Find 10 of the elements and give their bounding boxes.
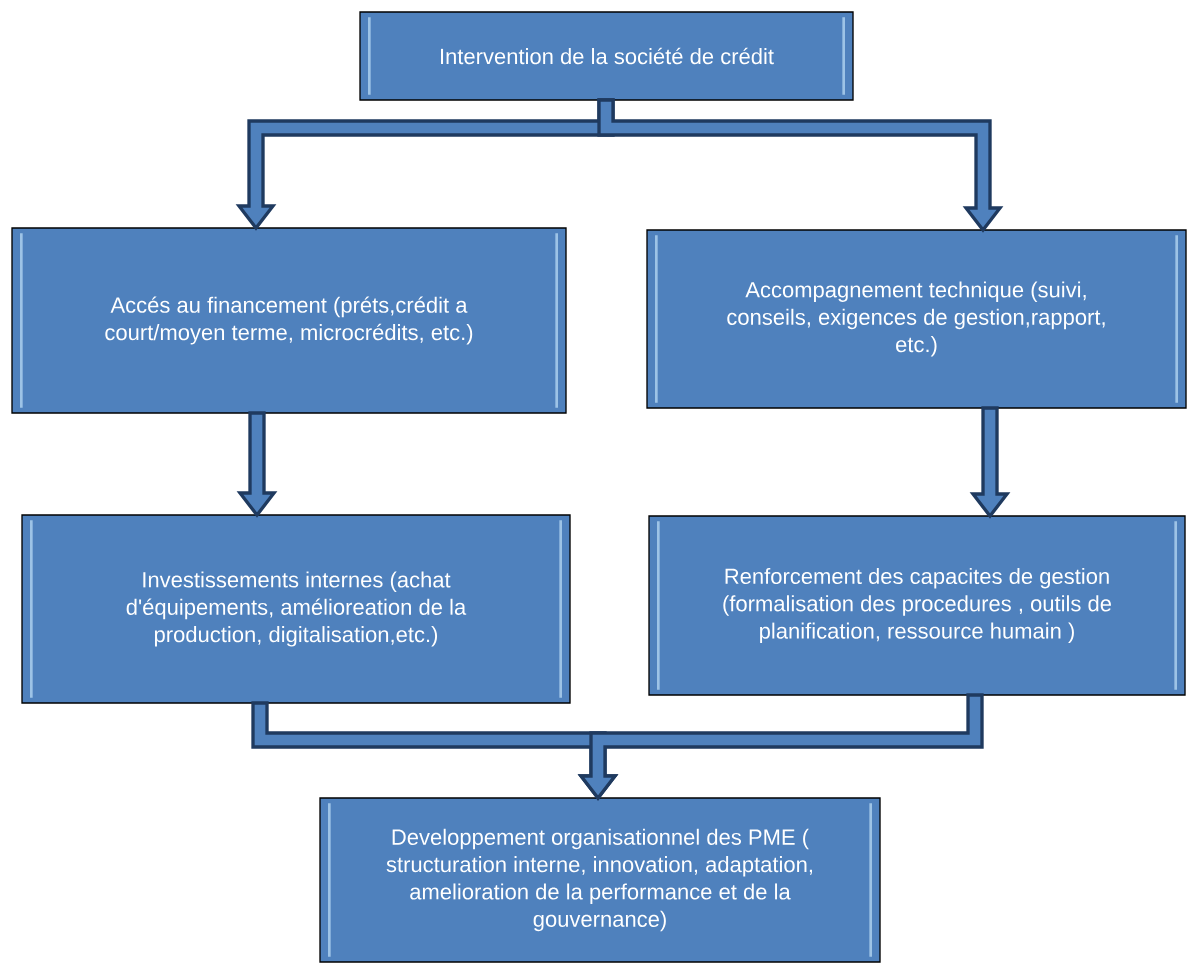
block-arrow [577,693,984,801]
block-arrow [597,98,1004,233]
block-arrow [969,406,1011,519]
process-box: Investissements internes (achat d'équipements, amélioreation de la production, digitalisation,etc.) [21,514,571,704]
process-box: Accompagnement technique (suivi, conseils, exigences de gestion,rapport, etc.) [646,229,1187,409]
process-box: Intervention de la société de crédit [359,11,854,101]
process-box: Accés au financement (préts,crédit a court/moyen terme, microcrédits, etc.) [11,227,567,414]
process-box: Renforcement des capacites de gestion (formalisation des procedures , outils de planification, ressource humain ) [648,515,1186,696]
process-box: Developpement organisationnel des PME ( structuration interne, innovation, adaptation, amelioration de la performance et de la gouvernance) [319,797,881,963]
block-arrow [236,411,278,518]
